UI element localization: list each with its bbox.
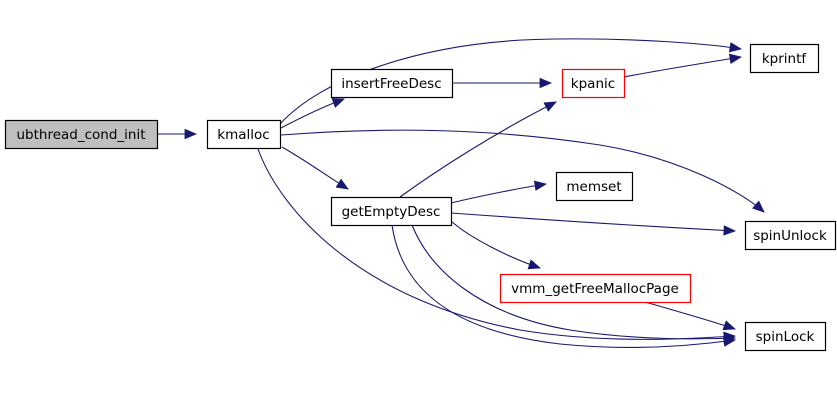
node-label: spinLock — [756, 329, 815, 345]
call-edge-arrowhead — [184, 128, 198, 140]
node-box[interactable] — [744, 321, 827, 352]
call-edge-arrowhead — [723, 336, 737, 347]
node-label: kprintf — [762, 51, 808, 67]
graph-node-ubthread_cond_init[interactable]: ubthread_cond_init — [4, 119, 159, 150]
call-edge-arrowhead — [728, 42, 743, 53]
call-edge — [450, 212, 736, 232]
call-edge-arrowhead — [527, 259, 541, 270]
node-box[interactable] — [499, 273, 692, 304]
node-box[interactable] — [744, 220, 837, 251]
graph-node-spinLock[interactable]: spinLock — [744, 321, 827, 352]
graph-node-getEmptyDesc[interactable]: getEmptyDesc — [330, 196, 453, 227]
call-edge-arrowhead — [533, 180, 548, 191]
node-label: vmm_getFreeMallocPage — [511, 281, 679, 297]
node-label: ubthread_cond_init — [16, 127, 145, 143]
call-edge — [281, 146, 349, 190]
call-edge-arrowhead — [752, 200, 765, 213]
graph-node-memset[interactable]: memset — [555, 171, 634, 202]
call-edge — [644, 301, 736, 330]
node-label: kpanic — [571, 76, 615, 92]
node-box[interactable] — [330, 68, 454, 99]
call-edge — [450, 183, 547, 204]
graph-node-spinUnlock[interactable]: spinUnlock — [744, 220, 837, 251]
call-edge-arrowhead — [543, 101, 557, 112]
node-label: spinUnlock — [753, 228, 827, 244]
call-edge — [391, 224, 736, 348]
call-edge — [623, 56, 742, 78]
node-label: memset — [566, 179, 621, 195]
call-edge — [279, 38, 742, 125]
call-edge-arrowhead — [722, 320, 736, 331]
call-edge — [450, 220, 541, 269]
graph-node-kprintf[interactable]: kprintf — [749, 43, 820, 74]
graph-node-kpanic[interactable]: kpanic — [561, 68, 626, 99]
call-edge — [280, 129, 765, 213]
node-box[interactable] — [561, 68, 626, 99]
graph-node-kmalloc[interactable]: kmalloc — [206, 119, 282, 150]
node-label: getEmptyDesc — [342, 204, 441, 220]
call-edge — [411, 224, 736, 340]
graph-node-vmm_getFreeMallocPage[interactable]: vmm_getFreeMallocPage — [499, 273, 692, 304]
call-edge-arrowhead — [331, 98, 345, 108]
node-label: kmalloc — [217, 127, 269, 143]
graph-node-insertFreeDesc[interactable]: insertFreeDesc — [330, 68, 454, 99]
call-edge-arrowhead — [335, 178, 349, 190]
node-box[interactable] — [330, 196, 453, 227]
edges-layer — [157, 38, 765, 348]
nodes-layer: ubthread_cond_init kmalloc insertFreeDesc k… — [4, 43, 837, 352]
node-box[interactable] — [4, 119, 159, 150]
node-label: insertFreeDesc — [341, 76, 441, 92]
call-edge-arrowhead — [723, 225, 737, 236]
node-box[interactable] — [749, 43, 820, 74]
call-edge-arrowhead — [539, 77, 553, 89]
call-edge — [399, 101, 557, 198]
node-box[interactable] — [555, 171, 634, 202]
call-edge-arrowhead — [728, 53, 743, 64]
node-box[interactable] — [206, 119, 282, 150]
